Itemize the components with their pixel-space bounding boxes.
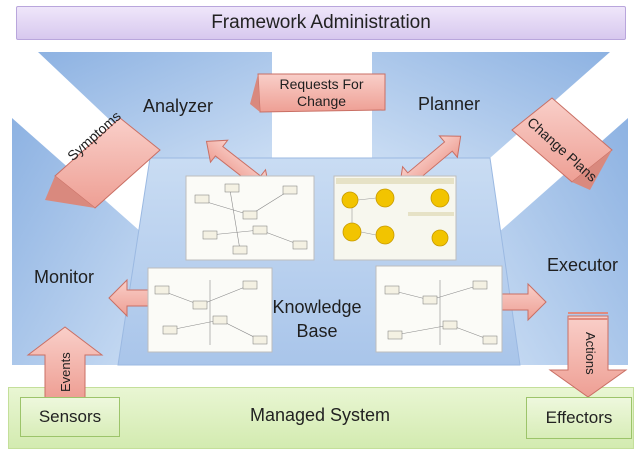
- symptoms-band: [45, 117, 161, 209]
- monitor-label: Monitor: [34, 267, 95, 287]
- events-arrow: [26, 326, 104, 399]
- analyzer-model-thumbnail: [185, 175, 315, 261]
- managed-system-label: Managed System: [249, 405, 391, 425]
- sensors-box: Sensors: [20, 397, 120, 437]
- planner-label: Planner: [418, 94, 481, 114]
- events-label: Events: [58, 352, 73, 392]
- analyzer-shape: [38, 52, 272, 158]
- executor-label: Executor: [547, 255, 619, 275]
- knowledge-base-label: Knowledge Base: [272, 297, 362, 341]
- executor-model-thumbnail: [375, 265, 503, 353]
- sensors-label: Sensors: [38, 407, 102, 426]
- effectors-label: Effectors: [545, 408, 613, 427]
- planner-model-thumbnail: [333, 175, 457, 261]
- actions-arrow: [548, 312, 628, 398]
- planner-shape: [372, 52, 610, 158]
- actions-label: Actions: [583, 332, 598, 375]
- change-plans-band: [511, 97, 613, 190]
- requests-for-change-box: [250, 73, 386, 113]
- analyzer-label: Analyzer: [143, 96, 214, 116]
- framework-administration-label: Framework Administration: [211, 12, 431, 33]
- effectors-box: Effectors: [526, 397, 632, 439]
- framework-administration-bar: Framework Administration: [16, 6, 626, 40]
- monitor-model-thumbnail: [147, 267, 273, 353]
- requests-for-change-label: Requests For Change: [279, 76, 364, 109]
